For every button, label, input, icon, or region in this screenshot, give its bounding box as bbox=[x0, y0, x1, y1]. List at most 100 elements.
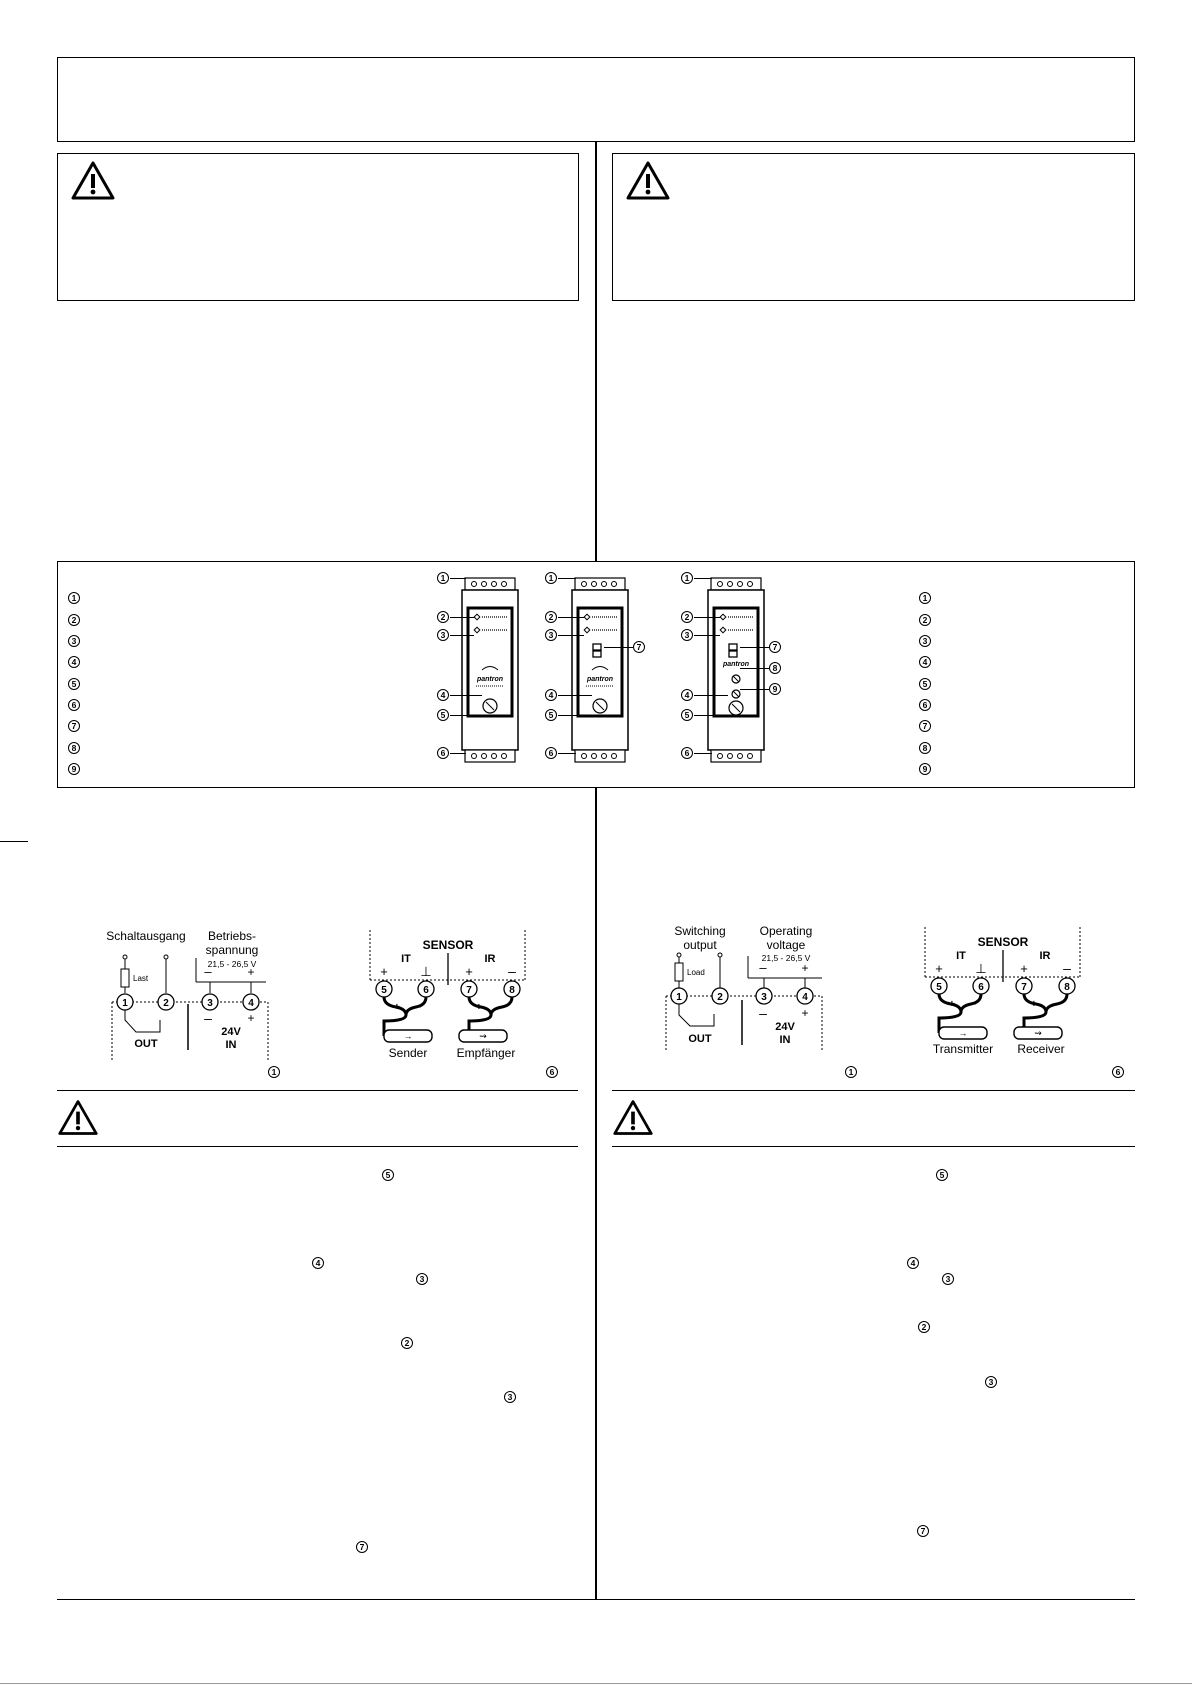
svg-text:Switching: Switching bbox=[674, 924, 725, 938]
text-ref-de-2: 2 bbox=[401, 1337, 413, 1349]
legend-left-3: 3 bbox=[68, 635, 80, 647]
svg-text:+: + bbox=[1031, 999, 1037, 1010]
svg-text:voltage: voltage bbox=[767, 938, 806, 952]
sensor-diagram-de: SENSOR IT IR + ⊥ + – 5 6 7 8 + – + – → ⇝… bbox=[369, 930, 526, 1060]
callout-a-6: 6 bbox=[437, 747, 449, 759]
device-illustration-b: pantron bbox=[571, 577, 629, 763]
legend-right-5: 5 bbox=[919, 678, 931, 690]
legend-right-2: 2 bbox=[919, 614, 931, 626]
svg-text:1: 1 bbox=[122, 998, 128, 1009]
footer-rule bbox=[57, 1599, 1135, 1600]
legend-left-8: 8 bbox=[68, 742, 80, 754]
svg-text:3: 3 bbox=[761, 992, 767, 1003]
svg-text:5: 5 bbox=[936, 982, 942, 993]
svg-text:Sender: Sender bbox=[389, 1046, 428, 1060]
text-ref-de-3a: 3 bbox=[416, 1273, 428, 1285]
svg-text:→: → bbox=[959, 1028, 968, 1038]
svg-text:+: + bbox=[247, 965, 254, 979]
svg-text:Load: Load bbox=[687, 968, 705, 977]
svg-text:–: – bbox=[1053, 998, 1059, 1010]
legend-right-3: 3 bbox=[919, 635, 931, 647]
svg-text:+: + bbox=[394, 1002, 400, 1013]
warning-icon bbox=[58, 1100, 98, 1135]
svg-text:Betriebs-: Betriebs- bbox=[208, 929, 256, 943]
callout-c-6: 6 bbox=[681, 747, 693, 759]
svg-text:4: 4 bbox=[248, 998, 254, 1009]
svg-text:+: + bbox=[801, 961, 808, 975]
svg-text:⊥: ⊥ bbox=[975, 961, 986, 976]
svg-text:Schaltausgang: Schaltausgang bbox=[106, 929, 185, 943]
text-ref-en-4: 4 bbox=[907, 1257, 919, 1269]
callout-b-4: 4 bbox=[545, 689, 557, 701]
legend-left-9: 9 bbox=[68, 763, 80, 775]
warning-rule-top-de bbox=[57, 1090, 578, 1091]
svg-text:2: 2 bbox=[717, 992, 723, 1003]
legend-left-1: 1 bbox=[68, 592, 80, 604]
text-ref-en-7: 7 bbox=[917, 1525, 929, 1537]
svg-text:output: output bbox=[683, 938, 717, 952]
svg-text:IT: IT bbox=[956, 950, 966, 962]
svg-text:24V: 24V bbox=[221, 1026, 241, 1038]
sensor-diagram-en: SENSOR IT IR + ⊥ + – 5 6 7 8 + – + – → ⇝… bbox=[924, 927, 1081, 1056]
callout-c-1: 1 bbox=[681, 572, 693, 584]
svg-text:+: + bbox=[935, 961, 943, 976]
text-ref-en-3a: 3 bbox=[942, 1273, 954, 1285]
callout-c-3: 3 bbox=[681, 629, 693, 641]
device-illustration-c: pantron bbox=[707, 577, 765, 763]
svg-text:OUT: OUT bbox=[134, 1038, 158, 1050]
callout-c-2: 2 bbox=[681, 611, 693, 623]
legend-left-7: 7 bbox=[68, 720, 80, 732]
callout-c-8: 8 bbox=[769, 662, 781, 674]
warning-box-de bbox=[57, 153, 579, 301]
callout-a-3: 3 bbox=[437, 629, 449, 641]
legend-left-4: 4 bbox=[68, 656, 80, 668]
svg-text:spannung: spannung bbox=[206, 943, 259, 957]
text-ref-de-7: 7 bbox=[356, 1541, 368, 1553]
svg-text:–: – bbox=[204, 964, 212, 979]
svg-text:–: – bbox=[415, 1001, 421, 1013]
text-ref-en-5: 5 bbox=[936, 1169, 948, 1181]
legend-left-5: 5 bbox=[68, 678, 80, 690]
callout-b-6: 6 bbox=[545, 747, 557, 759]
svg-text:24V: 24V bbox=[775, 1021, 795, 1033]
svg-text:IN: IN bbox=[780, 1034, 791, 1046]
legend-right-6: 6 bbox=[919, 699, 931, 711]
warning-icon bbox=[626, 161, 670, 200]
svg-text:pantron: pantron bbox=[586, 676, 613, 683]
warning-rule-bottom-de bbox=[57, 1146, 578, 1147]
svg-text:4: 4 bbox=[802, 992, 808, 1003]
text-ref-de-5: 5 bbox=[382, 1169, 394, 1181]
margin-mark bbox=[0, 841, 28, 842]
svg-text:7: 7 bbox=[1021, 982, 1027, 993]
callout-c-9: 9 bbox=[769, 683, 781, 695]
svg-text:6: 6 bbox=[978, 982, 984, 993]
callout-b-3: 3 bbox=[545, 629, 557, 641]
svg-text:SENSOR: SENSOR bbox=[978, 935, 1029, 949]
callout-a-4: 4 bbox=[437, 689, 449, 701]
svg-text:8: 8 bbox=[1064, 982, 1070, 993]
wiring-diagram-de: Schaltausgang Betriebs- spannung 21,5 - … bbox=[106, 929, 269, 1060]
svg-text:+: + bbox=[949, 999, 955, 1010]
svg-text:3: 3 bbox=[207, 998, 213, 1009]
legend-right-8: 8 bbox=[919, 742, 931, 754]
svg-text:Operating: Operating bbox=[760, 924, 813, 938]
text-ref-en-2: 2 bbox=[918, 1321, 930, 1333]
text-ref-en-3b: 3 bbox=[985, 1376, 997, 1388]
svg-text:→: → bbox=[404, 1031, 413, 1041]
legend-left-2: 2 bbox=[68, 614, 80, 626]
svg-text:6: 6 bbox=[423, 985, 429, 996]
legend-right-7: 7 bbox=[919, 720, 931, 732]
svg-text:+: + bbox=[1020, 961, 1028, 976]
svg-text:–: – bbox=[508, 963, 516, 979]
callout-c-5: 5 bbox=[681, 709, 693, 721]
sensor-de-ref: 6 bbox=[546, 1066, 558, 1078]
callout-b-1: 1 bbox=[545, 572, 557, 584]
svg-text:IR: IR bbox=[485, 953, 496, 965]
callout-a-5: 5 bbox=[437, 709, 449, 721]
callout-a-2: 2 bbox=[437, 611, 449, 623]
svg-text:IN: IN bbox=[226, 1039, 237, 1051]
svg-text:–: – bbox=[970, 998, 976, 1010]
svg-text:5: 5 bbox=[381, 985, 387, 996]
svg-text:2: 2 bbox=[163, 998, 169, 1009]
legend-right-4: 4 bbox=[919, 656, 931, 668]
